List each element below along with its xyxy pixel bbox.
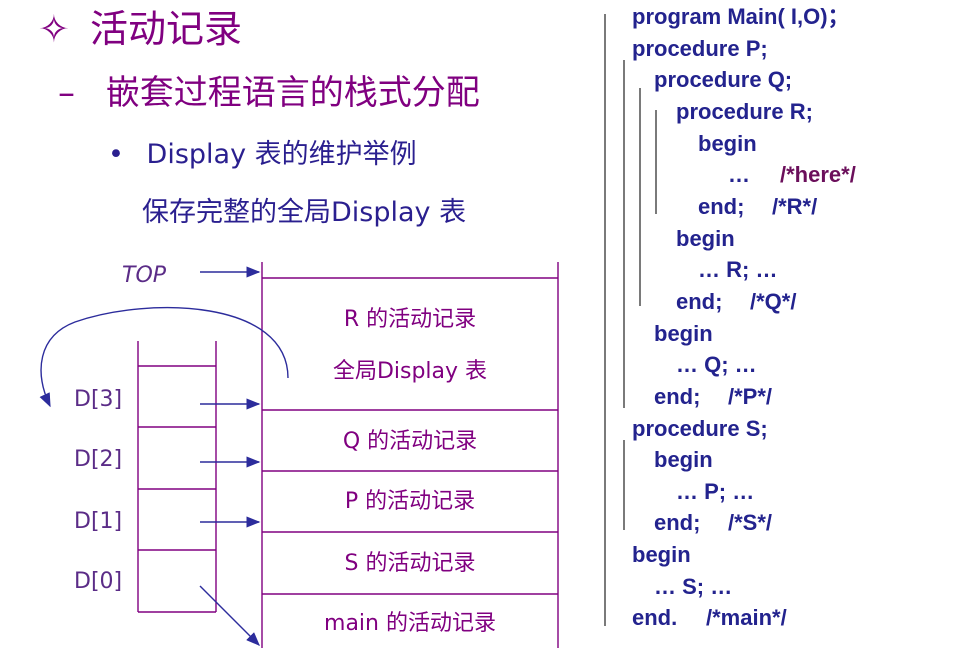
star-bullet-icon: ✧ bbox=[38, 7, 70, 51]
stack-frame bbox=[261, 262, 559, 648]
dot-bullet-icon: • bbox=[108, 139, 124, 170]
point-line-1: Display 表的维护举例 bbox=[146, 139, 417, 170]
d3-label: D[3] bbox=[74, 387, 123, 412]
code-line: procedure R; bbox=[676, 99, 813, 124]
s-record-label: S 的活动记录 bbox=[344, 551, 476, 576]
code-line: procedure P; bbox=[632, 36, 768, 61]
code-comment: /*here*/ bbox=[780, 162, 856, 187]
subheading: – 嵌套过程语言的栈式分配 bbox=[58, 72, 480, 114]
r-record-label: R 的活动记录 bbox=[343, 307, 477, 332]
code-line: end; bbox=[698, 194, 745, 219]
point: • Display 表的维护举例 bbox=[108, 138, 417, 172]
d2-label: D[2] bbox=[74, 447, 123, 472]
code-line: begin bbox=[698, 131, 757, 156]
dash-bullet: – bbox=[58, 73, 75, 113]
d0-arrow bbox=[199, 585, 260, 646]
d1-label: D[1] bbox=[74, 509, 123, 534]
code-line: … P; … bbox=[676, 479, 755, 504]
main-record-label: main 的活动记录 bbox=[324, 611, 496, 636]
code-comment: /*P*/ bbox=[728, 384, 773, 409]
global-display-label: 全局Display 表 bbox=[332, 359, 488, 384]
code-line: begin bbox=[654, 447, 713, 472]
code-line: … S; … bbox=[654, 574, 733, 599]
code-line: begin bbox=[632, 542, 691, 567]
q-record-label: Q 的活动记录 bbox=[342, 429, 478, 454]
code-line: begin bbox=[654, 321, 713, 346]
code-line: end. bbox=[632, 605, 678, 630]
code-line: program Main( I,O)； bbox=[632, 4, 850, 29]
code-line: … Q; … bbox=[676, 352, 757, 377]
p-record-label: P 的活动记录 bbox=[344, 489, 476, 514]
code-comment: /*Q*/ bbox=[750, 289, 797, 314]
code-line: end; bbox=[654, 510, 701, 535]
code-line: end; bbox=[654, 384, 701, 409]
code-comment: /*S*/ bbox=[728, 510, 773, 535]
code-line: … bbox=[728, 162, 750, 187]
code-nesting-bars bbox=[604, 14, 657, 626]
heading-text: 活动记录 bbox=[89, 7, 242, 51]
code-line: procedure Q; bbox=[654, 67, 793, 92]
subheading-text: 嵌套过程语言的栈式分配 bbox=[105, 73, 480, 113]
code-line: procedure S; bbox=[632, 416, 768, 441]
code-line: begin bbox=[676, 226, 735, 251]
code-comment: /*R*/ bbox=[772, 194, 818, 219]
top-label: TOP bbox=[122, 263, 167, 288]
code-comment: /*main*/ bbox=[706, 605, 787, 630]
code-line: … R; … bbox=[698, 257, 778, 282]
d0-label: D[0] bbox=[74, 569, 123, 594]
display-table bbox=[137, 341, 217, 613]
heading: ✧ 活动记录 bbox=[38, 6, 242, 52]
curve-arrow bbox=[39, 306, 289, 408]
code-line: end; bbox=[676, 289, 723, 314]
point-line-2: 保存完整的全局Display 表 bbox=[142, 197, 467, 228]
